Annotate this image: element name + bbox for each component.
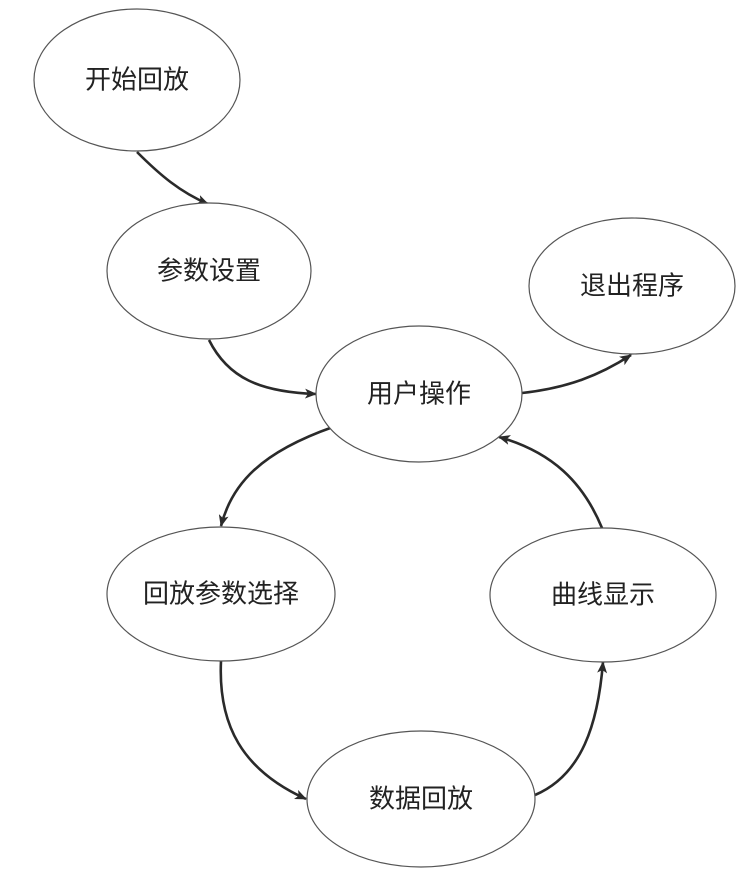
node-ellipse <box>315 325 523 463</box>
node-ellipse <box>489 527 717 663</box>
node-ellipse <box>306 730 536 868</box>
node-label: 数据回放 <box>369 785 473 815</box>
node-label: 回放参数选择 <box>143 580 299 610</box>
edge-param-select-to-data-playback <box>219 660 307 801</box>
node-user-operation: 用户操作 <box>315 325 523 463</box>
edge-settings-to-user-op <box>207 339 317 399</box>
node-label: 曲线显示 <box>551 581 655 611</box>
edge-curve-to-user-op <box>498 435 604 529</box>
node-ellipse <box>106 526 336 662</box>
edge-user-op-to-param-select <box>218 425 334 527</box>
node-param-settings: 参数设置 <box>106 202 312 340</box>
node-label: 开始回放 <box>85 66 189 96</box>
edge-user-op-to-exit <box>521 353 632 395</box>
node-ellipse <box>106 202 312 340</box>
node-data-playback: 数据回放 <box>306 730 536 868</box>
node-ellipse <box>33 8 241 152</box>
node-label: 用户操作 <box>367 380 471 410</box>
edge-data-playback-to-curve <box>534 661 608 797</box>
node-exit-program: 退出程序 <box>528 217 736 355</box>
node-ellipse <box>528 217 736 355</box>
node-start-playback: 开始回放 <box>33 8 241 152</box>
node-label: 退出程序 <box>580 272 684 302</box>
node-playback-param-select: 回放参数选择 <box>106 526 336 662</box>
node-label: 参数设置 <box>157 257 261 287</box>
edge-start-to-settings <box>136 151 209 206</box>
node-curve-display: 曲线显示 <box>489 527 717 663</box>
